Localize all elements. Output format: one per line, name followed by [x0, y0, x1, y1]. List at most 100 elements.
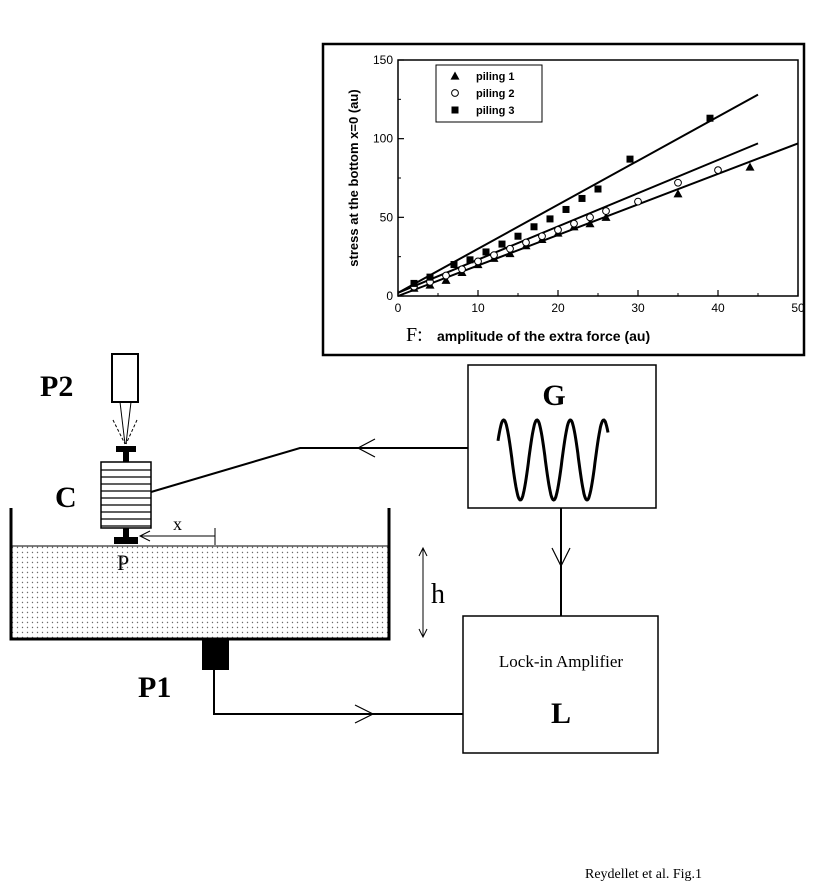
p2-beam-out-right [125, 419, 138, 445]
p2-beam-right [125, 401, 132, 445]
data-point-2 [474, 257, 482, 266]
data-point-2 [490, 251, 498, 259]
label-p1: P1 [138, 671, 171, 704]
sine-wave-icon [496, 418, 610, 502]
legend-marker-2 [451, 89, 459, 97]
data-point-2 [442, 271, 450, 280]
data-point-3 [626, 155, 634, 163]
data-point-3 [426, 273, 434, 281]
lockin-title: Lock-in Amplifier [499, 652, 624, 671]
x-axis-label-prefix: F: [406, 324, 423, 346]
data-point-3 [562, 205, 570, 213]
piston-p [114, 537, 138, 544]
data-point-3 [410, 279, 418, 287]
data-point-1 [745, 162, 755, 171]
data-point-3 [498, 240, 506, 248]
legend-marker-1 [450, 71, 460, 80]
label-c: C [55, 481, 77, 514]
data-point-2 [522, 238, 530, 247]
coil-top-plate [116, 446, 136, 452]
x-tick-label: 30 [631, 301, 645, 315]
p2-body [111, 353, 139, 403]
label-x: x [173, 514, 182, 534]
fit-line-2 [397, 142, 759, 294]
sensor-p2: P2 [40, 353, 139, 445]
figure-caption: Reydellet et al. Fig.1 [585, 867, 702, 882]
data-point-1 [585, 219, 595, 228]
wires [150, 438, 571, 724]
granular-medium [12, 546, 388, 638]
coil-windings [101, 469, 151, 527]
x-arrow-head [138, 530, 151, 542]
x-tick-label: 20 [551, 301, 565, 315]
data-point-3 [546, 215, 554, 223]
data-point-1 [505, 249, 515, 258]
x-tick-label: 0 [395, 301, 402, 315]
wire-p1-lockin-arrow [354, 704, 375, 724]
label-h: h [431, 579, 445, 610]
data-point-2 [714, 166, 722, 175]
data-point-2 [602, 207, 610, 215]
lockin-box [462, 615, 659, 754]
label-g: G [542, 379, 565, 412]
data-point-3 [578, 194, 586, 202]
data-point-1 [441, 275, 451, 284]
data-point-3 [706, 114, 714, 122]
data-point-3 [482, 248, 490, 256]
legend: piling 1 piling 2 piling 3 [435, 64, 543, 123]
y-tick-label: 100 [373, 132, 393, 146]
coil-top-stem [123, 452, 129, 462]
container-walls [9, 508, 391, 641]
legend-label-2: piling 2 [476, 88, 515, 100]
h-dimension: h [418, 546, 445, 639]
data-point-1 [673, 189, 683, 198]
coil-body [100, 461, 152, 529]
data-point-1 [601, 212, 611, 221]
fit-line-3 [397, 93, 759, 294]
data-point-3 [530, 223, 538, 231]
label-p2: P2 [40, 370, 73, 403]
wire-p1-to-lockin [213, 670, 463, 715]
p2-beam-left [119, 401, 126, 445]
x-tick-label: 50 [791, 301, 805, 315]
data-point-2 [634, 197, 642, 206]
data-point-2 [538, 232, 546, 241]
wire-g-lockin-arrow [551, 547, 571, 568]
x-axis-label: amplitude of the extra force (au) [437, 328, 650, 344]
y-tick-label: 0 [386, 289, 393, 303]
coil-bottom-stem [123, 528, 129, 538]
legend-label-1: piling 1 [476, 71, 515, 83]
h-arrow-top [418, 546, 428, 557]
data-point-3 [514, 232, 522, 240]
data-point-2 [506, 244, 514, 253]
legend-label-3: piling 3 [476, 105, 515, 117]
data-point-2 [570, 219, 578, 228]
sensor-p1: P1 [138, 640, 229, 704]
data-point-3 [450, 261, 458, 269]
label-l: L [551, 697, 571, 730]
data-point-2 [674, 178, 682, 187]
p1-body [202, 640, 229, 670]
y-tick-label: 150 [373, 53, 393, 67]
h-arrow-bottom [418, 628, 428, 639]
data-point-3 [466, 256, 474, 264]
data-points [409, 114, 755, 292]
container [9, 508, 391, 641]
generator-g: G [467, 364, 657, 509]
y-axis-label: stress at the bottom x=0 (au) [346, 89, 361, 266]
x-tick-label: 10 [471, 301, 485, 315]
data-point-2 [586, 213, 594, 222]
x-tick-label: 40 [711, 301, 725, 315]
lockin-amplifier: Lock-in Amplifier L [462, 615, 659, 754]
p2-beam-out-left [112, 419, 126, 445]
data-point-2 [458, 265, 466, 274]
data-point-3 [594, 185, 602, 193]
legend-marker-3 [451, 106, 459, 114]
chart-frame [321, 42, 806, 357]
wire-g-to-coil [150, 447, 468, 493]
data-point-2 [554, 226, 562, 234]
